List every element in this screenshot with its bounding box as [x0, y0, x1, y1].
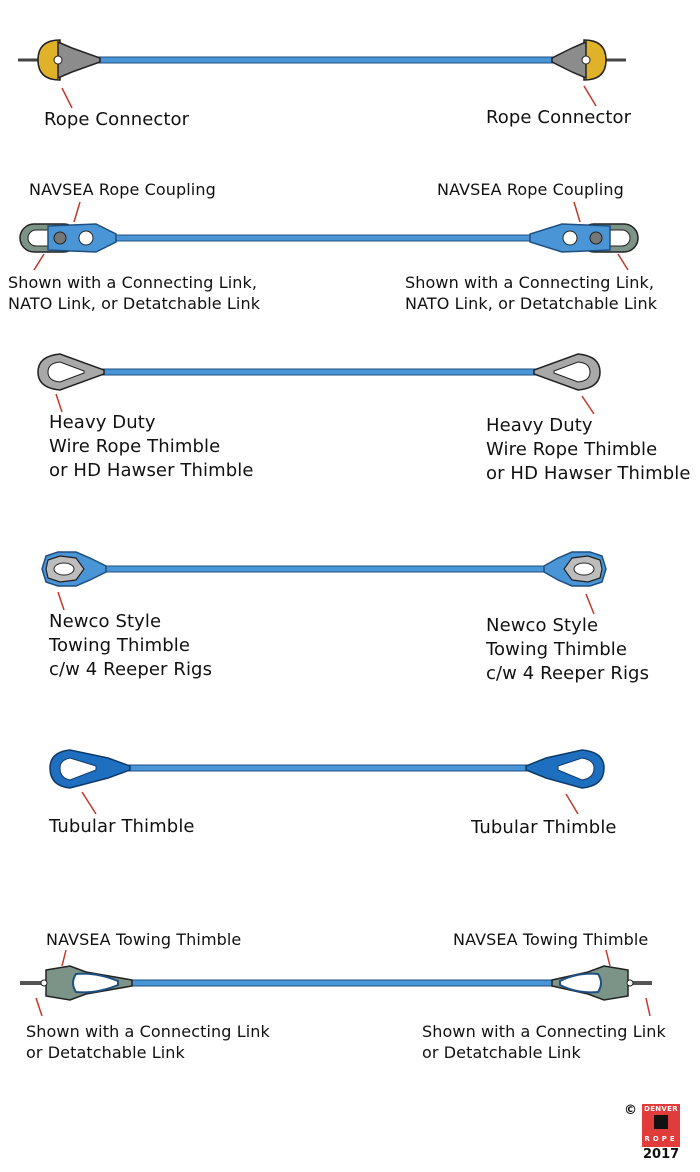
label-hd-thimble-right: Heavy Duty Wire Rope Thimble or HD Hawse… [486, 414, 691, 486]
label-line: Heavy Duty [49, 412, 156, 433]
label-line: or HD Hawser Thimble [486, 463, 691, 484]
label-line: Shown with a Connecting Link, [8, 273, 258, 292]
label-line: Rope Connector [486, 107, 632, 128]
logo-bottom-text: ROPE [644, 1135, 678, 1143]
label-line: Wire Rope Thimble [486, 439, 658, 460]
label-line: Shown with a Connecting Link [26, 1022, 270, 1041]
label-tubular-right: Tubular Thimble [471, 816, 617, 840]
rope-connector-right-icon [583, 39, 607, 81]
label-line: Tubular Thimble [471, 817, 617, 838]
assembly-navsea-towing-thimble [20, 949, 652, 1017]
label-navsea-coupling-left-note: Shown with a Connecting Link, NATO Link,… [8, 272, 260, 314]
label-rope-connector-right: Rope Connector [486, 106, 631, 130]
logo-square [654, 1115, 668, 1129]
label-navsea-towing-left-note: Shown with a Connecting Link or Detatcha… [26, 1021, 270, 1063]
logo-top-text: DENVER [644, 1105, 678, 1113]
label-line: NAVSEA Towing Thimble [453, 930, 649, 949]
label-line: or HD Hawser Thimble [49, 460, 254, 481]
assembly-newco-thimble [41, 551, 607, 615]
label-navsea-towing-right-top: NAVSEA Towing Thimble [453, 929, 648, 950]
label-line: Newco Style [49, 611, 162, 632]
label-line: NAVSEA Towing Thimble [46, 930, 242, 949]
label-line: Towing Thimble [49, 635, 191, 656]
label-line: NATO Link, or Detatchable Link [405, 294, 658, 313]
label-line: Rope Connector [44, 109, 190, 130]
assembly-rope-connector [18, 39, 626, 109]
label-navsea-coupling-right-note: Shown with a Connecting Link, NATO Link,… [405, 272, 657, 314]
label-line: NAVSEA Rope Coupling [29, 180, 216, 199]
label-tubular-left: Tubular Thimble [49, 815, 195, 839]
label-line: c/w 4 Reeper Rigs [486, 663, 650, 684]
assembly-tubular-thimble [49, 749, 605, 815]
copyright-symbol: © [624, 1103, 637, 1118]
label-navsea-coupling-right-top: NAVSEA Rope Coupling [437, 179, 624, 200]
label-line: NAVSEA Rope Coupling [437, 180, 624, 199]
label-line: Towing Thimble [486, 639, 628, 660]
label-line: Wire Rope Thimble [49, 436, 221, 457]
denver-rope-logo: © DENVER ROPE 2017 [624, 1103, 682, 1163]
label-newco-left: Newco Style Towing Thimble c/w 4 Reeper … [49, 610, 212, 682]
logo-year: 2017 [643, 1147, 680, 1162]
label-line: c/w 4 Reeper Rigs [49, 659, 213, 680]
label-hd-thimble-left: Heavy Duty Wire Rope Thimble or HD Hawse… [49, 411, 254, 483]
label-line: Shown with a Connecting Link, [405, 273, 655, 292]
label-line: or Detatchable Link [422, 1043, 581, 1062]
label-line: Tubular Thimble [49, 816, 195, 837]
label-line: Shown with a Connecting Link [422, 1022, 666, 1041]
label-line: Newco Style [486, 615, 599, 636]
label-navsea-towing-right-note: Shown with a Connecting Link or Detatcha… [422, 1021, 666, 1063]
assembly-navsea-rope-coupling [19, 201, 639, 271]
rope-connector-left-icon [37, 39, 61, 81]
rope-line [97, 56, 555, 64]
label-line: or Detatchable Link [26, 1043, 185, 1062]
label-rope-connector-left: Rope Connector [44, 108, 189, 132]
label-newco-right: Newco Style Towing Thimble c/w 4 Reeper … [486, 614, 649, 686]
logo-box: DENVER ROPE [642, 1104, 680, 1147]
label-line: Heavy Duty [486, 415, 593, 436]
label-navsea-coupling-left-top: NAVSEA Rope Coupling [29, 179, 216, 200]
label-navsea-towing-left-top: NAVSEA Towing Thimble [46, 929, 241, 950]
assembly-heavy-duty-thimble [37, 353, 601, 415]
label-line: NATO Link, or Detatchable Link [8, 294, 261, 313]
